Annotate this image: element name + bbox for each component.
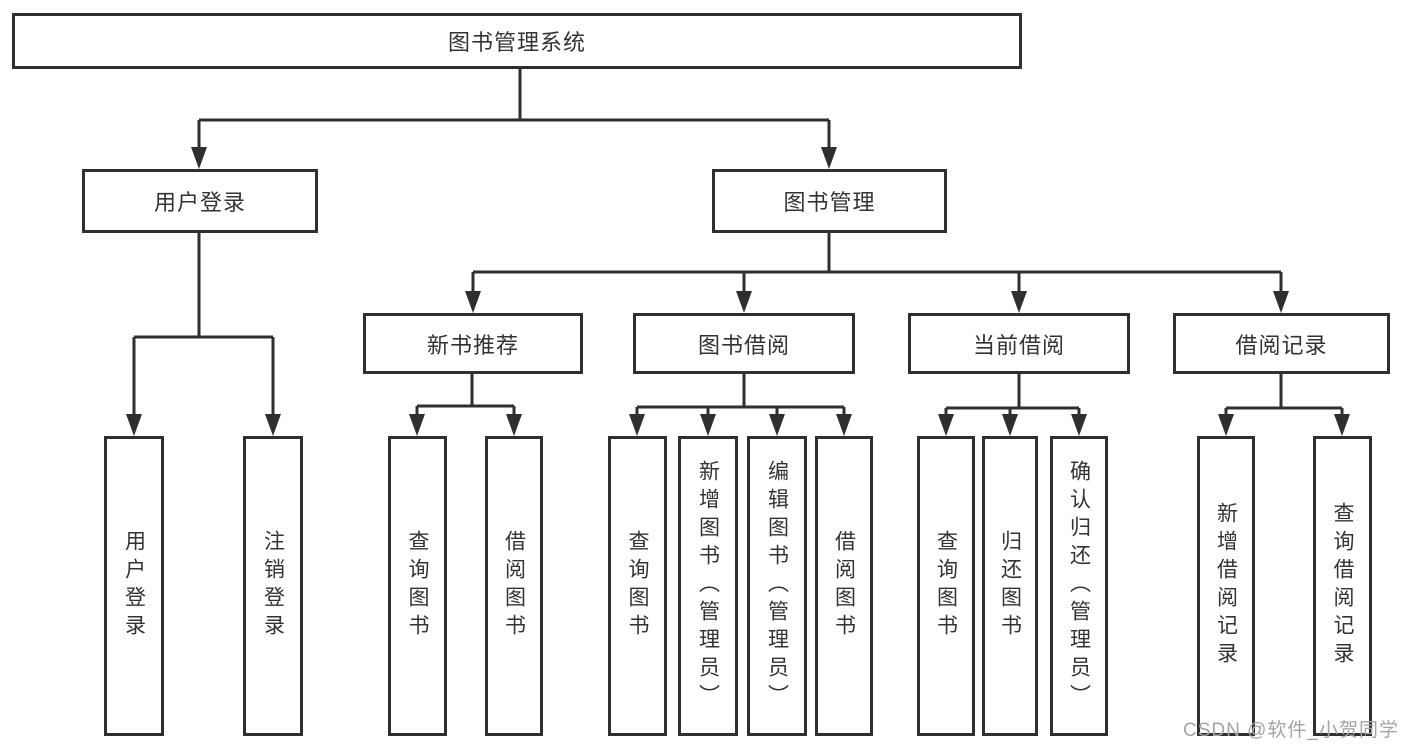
node-current-borrowing-label: 当前借阅 bbox=[972, 332, 1065, 358]
node-book-borrowing-label: 图书借阅 bbox=[697, 332, 790, 358]
leaf-borrow-books-label: 借阅图书 bbox=[832, 530, 856, 642]
node-book-management: 图书管理 bbox=[712, 169, 947, 233]
leaf-add-books-admin-label: 新增图书（管理员） bbox=[696, 460, 720, 712]
leaf-confirm-return-admin-label: 确认归还（管理员） bbox=[1067, 460, 1091, 712]
leaf-borrow-books: 借阅图书 bbox=[815, 436, 873, 736]
leaf-borrow-books-recommend: 借阅图书 bbox=[485, 436, 543, 736]
node-new-book-recommendation-label: 新书推荐 bbox=[426, 332, 519, 358]
node-borrowing-records-label: 借阅记录 bbox=[1235, 332, 1328, 358]
leaf-query-books-borrow-label: 查询图书 bbox=[626, 530, 649, 642]
leaf-user-login: 用户登录 bbox=[104, 436, 164, 736]
watermark-text: CSDN @软件_小贺同学 bbox=[1183, 720, 1399, 741]
leaf-query-books-current: 查询图书 bbox=[917, 436, 975, 736]
leaf-add-borrow-record: 新增借阅记录 bbox=[1197, 436, 1255, 736]
leaf-logout: 注销登录 bbox=[243, 436, 303, 736]
node-root-label: 图书管理系统 bbox=[447, 30, 586, 55]
node-new-book-recommendation: 新书推荐 bbox=[363, 313, 583, 374]
leaf-return-books: 归还图书 bbox=[982, 436, 1038, 736]
leaf-query-books-recommend: 查询图书 bbox=[388, 436, 447, 736]
node-borrowing-records: 借阅记录 bbox=[1173, 313, 1390, 374]
leaf-logout-label: 注销登录 bbox=[261, 530, 285, 642]
node-current-borrowing: 当前借阅 bbox=[908, 313, 1130, 374]
leaf-user-login-label: 用户登录 bbox=[122, 530, 146, 642]
leaf-return-books-label: 归还图书 bbox=[998, 530, 1022, 642]
leaf-query-borrow-record: 查询借阅记录 bbox=[1313, 436, 1372, 736]
leaf-edit-books-admin-label: 编辑图书（管理员） bbox=[765, 460, 789, 712]
leaf-add-borrow-record-label: 新增借阅记录 bbox=[1214, 502, 1238, 670]
leaf-edit-books-admin: 编辑图书（管理员） bbox=[747, 436, 807, 736]
leaf-confirm-return-admin: 确认归还（管理员） bbox=[1050, 436, 1108, 736]
leaf-query-books-borrow: 查询图书 bbox=[608, 436, 667, 736]
node-book-management-label: 图书管理 bbox=[783, 190, 876, 215]
node-book-borrowing: 图书借阅 bbox=[633, 313, 855, 374]
leaf-query-borrow-record-label: 查询借阅记录 bbox=[1331, 502, 1354, 670]
leaf-query-books-recommend-label: 查询图书 bbox=[406, 530, 429, 642]
node-user-login: 用户登录 bbox=[82, 169, 318, 233]
node-user-login-label: 用户登录 bbox=[153, 190, 246, 215]
leaf-query-books-current-label: 查询图书 bbox=[934, 530, 958, 642]
leaf-borrow-books-recommend-label: 借阅图书 bbox=[502, 530, 526, 642]
node-root: 图书管理系统 bbox=[12, 13, 1022, 69]
leaf-add-books-admin: 新增图书（管理员） bbox=[678, 436, 738, 736]
